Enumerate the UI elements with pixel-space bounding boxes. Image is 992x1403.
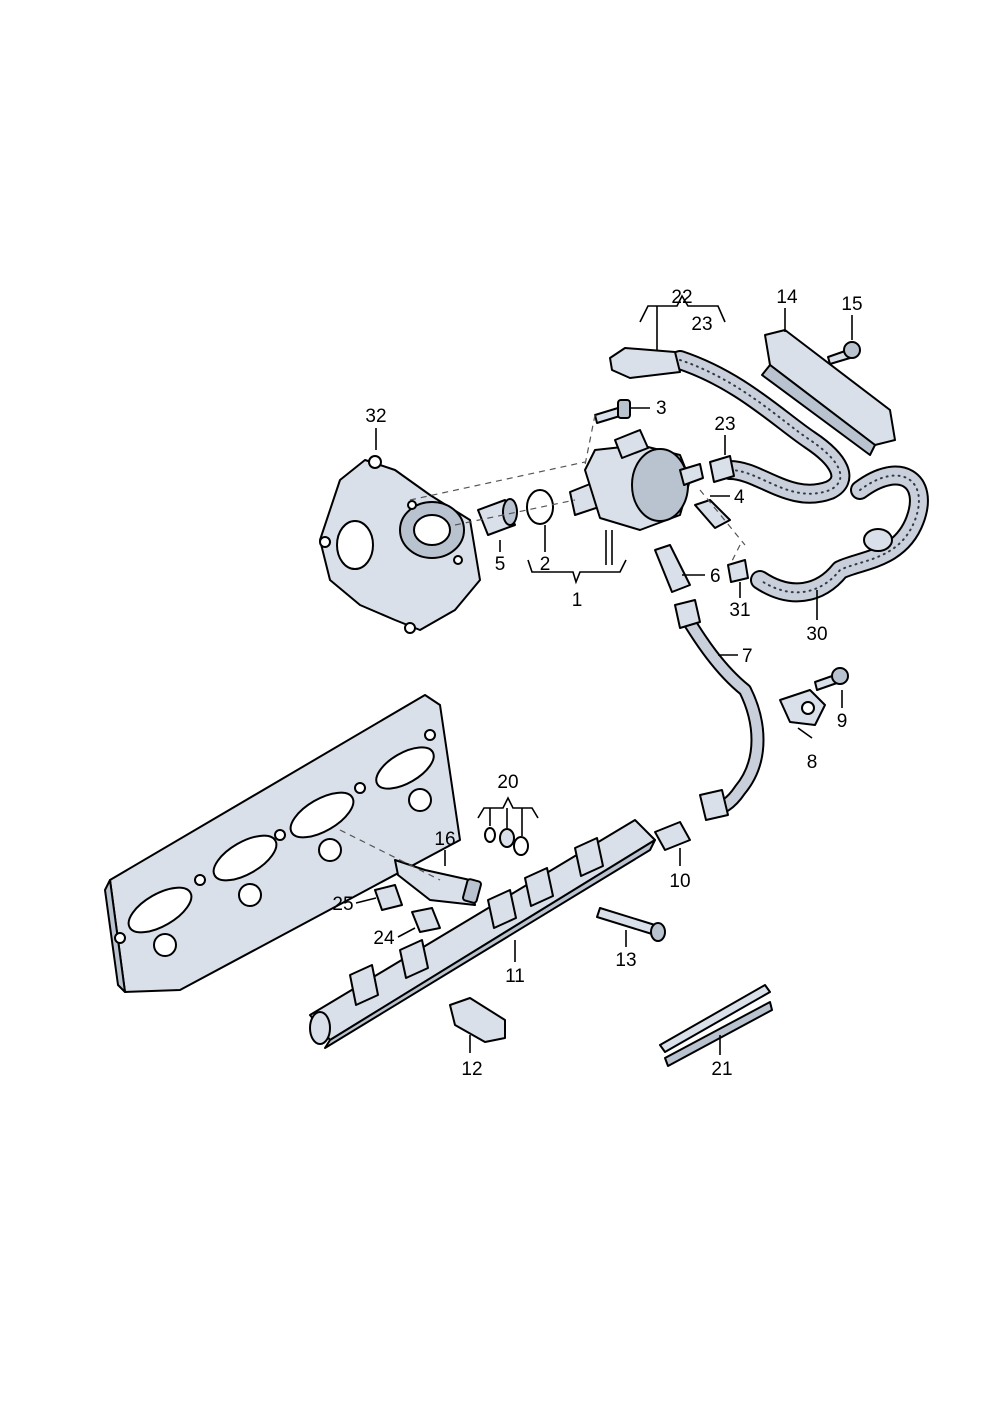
label-1: 1 bbox=[572, 590, 583, 611]
label-5: 5 bbox=[495, 554, 506, 575]
sleeve bbox=[477, 498, 518, 536]
label-13: 13 bbox=[615, 950, 636, 971]
label-11: 11 bbox=[505, 966, 525, 987]
hose-holder-bracket bbox=[761, 329, 896, 456]
label-3: 3 bbox=[656, 398, 667, 419]
hose-clamp-23 bbox=[709, 455, 735, 483]
label-6: 6 bbox=[710, 566, 721, 587]
part-labels: 32 3 23 4 5 2 1 6 31 30 7 9 8 22 23 14 1… bbox=[332, 287, 862, 1080]
intake-flange-plate bbox=[104, 694, 461, 993]
union-4 bbox=[694, 499, 731, 529]
label-31: 31 bbox=[729, 600, 750, 621]
union-6 bbox=[654, 544, 691, 593]
label-20: 20 bbox=[497, 772, 518, 793]
label-15: 15 bbox=[841, 294, 862, 315]
support-ring-24 bbox=[411, 907, 441, 933]
hose-30 bbox=[750, 465, 929, 603]
bolt-9 bbox=[814, 667, 849, 691]
seal-kit bbox=[484, 827, 529, 856]
label-23-clamp: 23 bbox=[714, 414, 735, 435]
hose-clamp-31 bbox=[727, 559, 749, 583]
label-2: 2 bbox=[540, 554, 551, 575]
fuel-pressure-sensor bbox=[449, 997, 506, 1043]
alignment-lines bbox=[339, 414, 746, 881]
bolt-15 bbox=[827, 341, 861, 365]
label-10: 10 bbox=[669, 871, 690, 892]
label-8: 8 bbox=[807, 752, 818, 773]
pipe-clip bbox=[779, 689, 826, 726]
label-16: 16 bbox=[434, 829, 455, 850]
label-12: 12 bbox=[461, 1059, 482, 1080]
label-14: 14 bbox=[776, 287, 798, 308]
leader-lines bbox=[355, 294, 853, 1055]
bolt-3 bbox=[594, 399, 631, 424]
label-23-hose: 23 bbox=[691, 314, 712, 335]
label-25: 25 bbox=[332, 894, 353, 915]
fuel-rail bbox=[309, 819, 656, 1049]
label-32: 32 bbox=[365, 406, 386, 427]
label-4: 4 bbox=[734, 487, 745, 508]
o-ring bbox=[526, 489, 554, 525]
cable-tie-strip bbox=[659, 984, 773, 1067]
retaining-clip-25 bbox=[374, 884, 403, 911]
pressure-pipe bbox=[674, 599, 765, 821]
union-10 bbox=[654, 821, 691, 851]
label-9: 9 bbox=[837, 711, 848, 732]
high-pressure-pump bbox=[569, 429, 704, 531]
label-22: 22 bbox=[671, 287, 692, 308]
label-24: 24 bbox=[373, 928, 395, 949]
label-30: 30 bbox=[806, 624, 827, 645]
hose-22 bbox=[609, 347, 851, 504]
label-21: 21 bbox=[711, 1059, 732, 1080]
label-7: 7 bbox=[742, 646, 753, 667]
vacuum-pump-housing bbox=[319, 455, 481, 634]
bolt-13 bbox=[596, 907, 666, 942]
injector bbox=[394, 859, 482, 906]
